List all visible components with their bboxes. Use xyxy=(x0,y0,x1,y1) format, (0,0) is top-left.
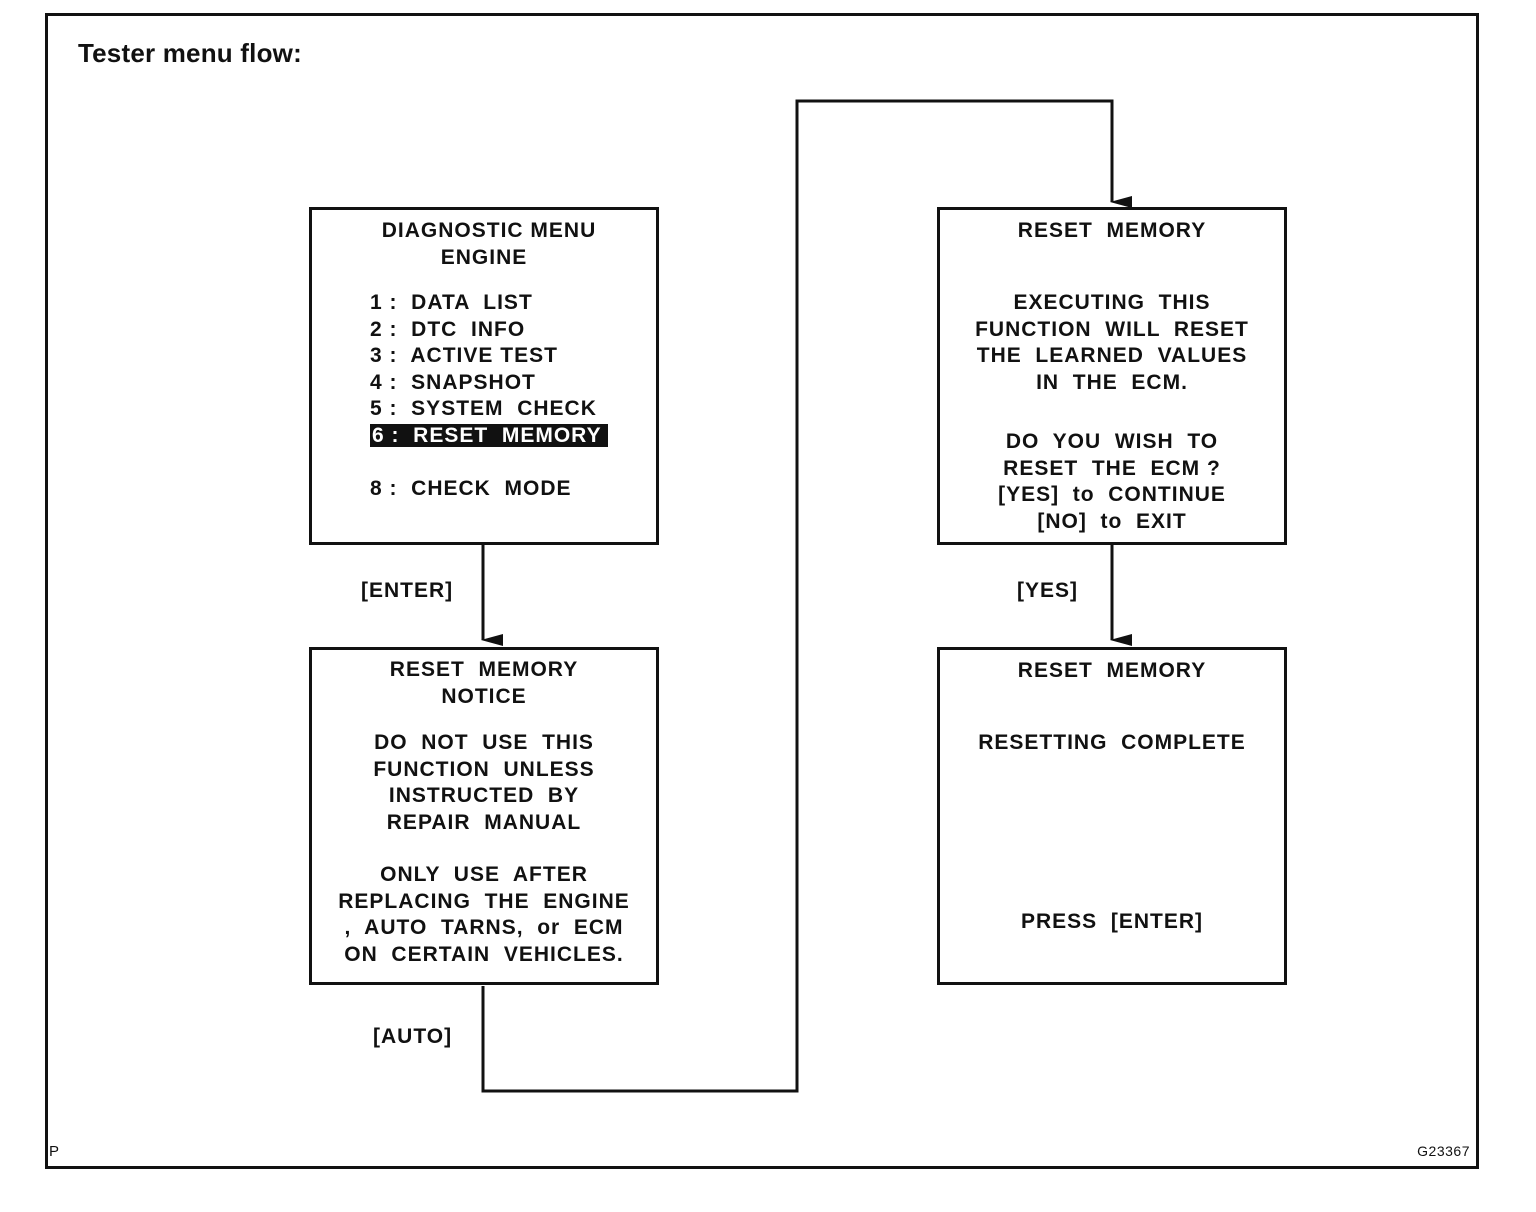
notice-text-line: ON CERTAIN VEHICLES. xyxy=(344,942,624,966)
arrow-auto xyxy=(481,99,1132,1093)
notice-text-line: DO NOT USE THIS xyxy=(374,731,594,754)
transition-label-enter: [ENTER] xyxy=(361,579,454,602)
menu-item-data-list[interactable]: 1 : DATA LIST xyxy=(370,291,533,314)
notice-subheading: NOTICE xyxy=(441,684,527,708)
confirm-text-line: FUNCTION WILL RESET xyxy=(975,317,1249,341)
menu-item-system-check[interactable]: 5 : SYSTEM CHECK xyxy=(370,397,597,420)
complete-heading: RESET MEMORY xyxy=(1017,659,1207,682)
confirm-text-line: THE LEARNED VALUES xyxy=(976,344,1248,367)
notice-text-line: INSTRUCTED BY xyxy=(388,784,580,807)
figure-frame xyxy=(45,13,1479,1169)
complete-prompt: PRESS [ENTER] xyxy=(1020,910,1204,933)
notice-heading: RESET MEMORY xyxy=(389,658,579,681)
transition-label-auto: [AUTO] xyxy=(373,1025,453,1048)
figure-title: Tester menu flow: xyxy=(78,38,302,68)
confirm-heading: RESET MEMORY xyxy=(1017,219,1207,242)
menu-item-dtc-info[interactable]: 2 : DTC INFO xyxy=(370,317,526,341)
menu-item-snapshot[interactable]: 4 : SNAPSHOT xyxy=(370,370,536,394)
footer-left-mark: P xyxy=(49,1143,60,1160)
notice-text-line: REPLACING THE ENGINE xyxy=(338,889,630,913)
complete-message: RESETTING COMPLETE xyxy=(978,731,1246,754)
reset-memory-complete-screen: RESET MEMORY RESETTING COMPLETE PRESS [E… xyxy=(937,647,1287,985)
reset-memory-notice-screen: RESET MEMORY NOTICE DO NOT USE THIS FUNC… xyxy=(309,647,659,985)
confirm-text-line: EXECUTING THIS xyxy=(1013,291,1211,314)
notice-text-line: REPAIR MANUAL xyxy=(386,810,582,834)
notice-text-line: , AUTO TARNS, or ECM xyxy=(344,916,624,939)
confirm-text-line: IN THE ECM. xyxy=(1036,370,1188,394)
diagnostic-menu-heading: DIAGNOSTIC MENU xyxy=(381,219,597,242)
confirm-text-line: [NO] to EXIT xyxy=(1037,509,1187,533)
diagnostic-menu-list: 1 : DATA LIST 2 : DTC INFO 3 : ACTIVE TE… xyxy=(370,290,650,502)
menu-item-check-mode[interactable]: 8 : CHECK MODE xyxy=(370,476,572,500)
diagnostic-menu-screen: DIAGNOSTIC MENU ENGINE 1 : DATA LIST 2 :… xyxy=(309,207,659,545)
confirm-text-line: [YES] to CONTINUE xyxy=(998,483,1226,506)
reset-memory-confirm-screen: RESET MEMORY EXECUTING THIS FUNCTION WIL… xyxy=(937,207,1287,545)
transition-label-yes: [YES] xyxy=(1017,579,1079,602)
figure-id: G23367 xyxy=(1417,1143,1470,1159)
confirm-text-line: RESET THE ECM ? xyxy=(1003,456,1221,480)
notice-text-line: FUNCTION UNLESS xyxy=(373,757,595,781)
confirm-text-line: DO YOU WISH TO xyxy=(1005,430,1219,453)
menu-item-reset-memory[interactable]: 6 : RESET MEMORY xyxy=(370,423,650,450)
diagnostic-menu-subheading: ENGINE xyxy=(440,245,528,269)
notice-text-line: ONLY USE AFTER xyxy=(380,863,588,886)
menu-item-active-test[interactable]: 3 : ACTIVE TEST xyxy=(370,344,558,367)
